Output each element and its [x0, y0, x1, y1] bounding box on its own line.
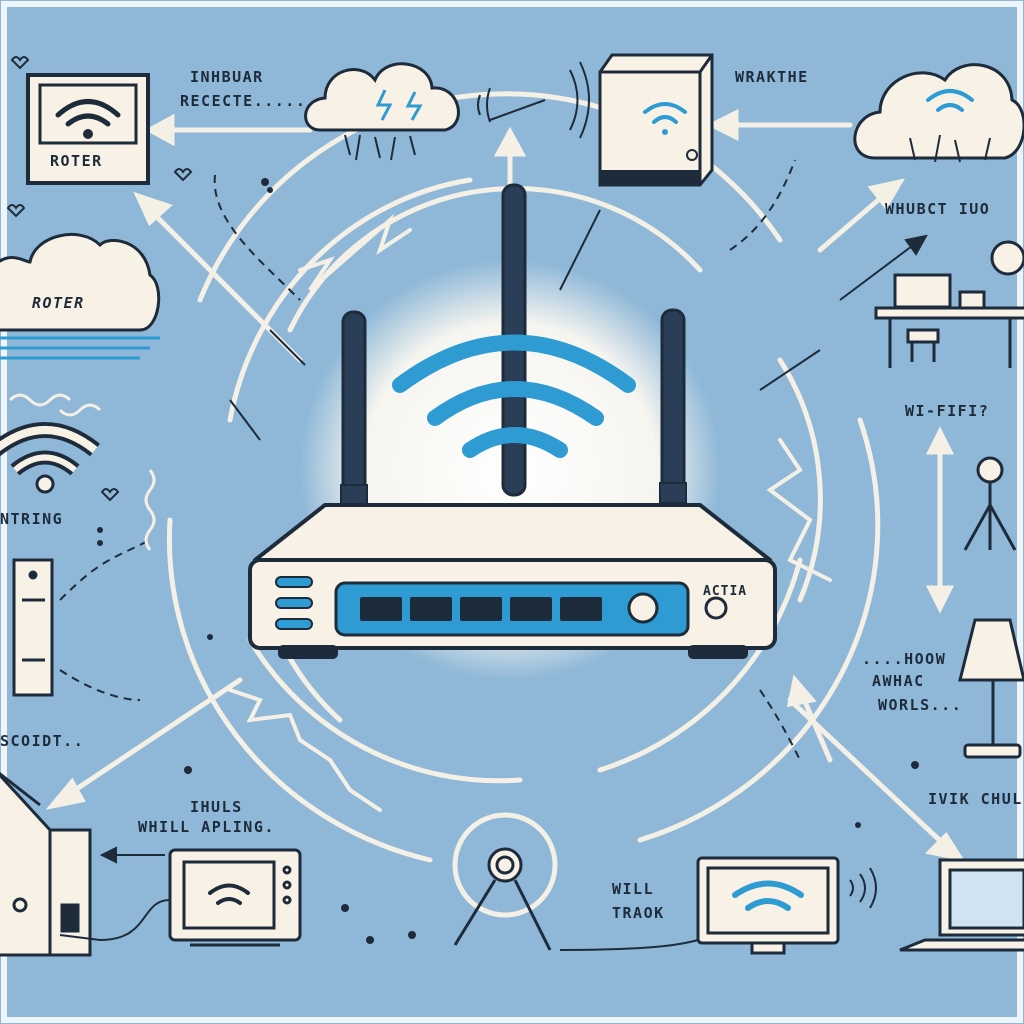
how-caption-1: ....HOOW — [862, 650, 947, 668]
cloud-left — [0, 232, 161, 332]
tv-cable — [59, 899, 171, 942]
cloud-uplinks — [909, 134, 991, 163]
caption-bottom-center-1: WILL — [612, 880, 655, 898]
how-caption-2: AWHAC — [872, 672, 925, 690]
signal-dish — [452, 812, 558, 951]
wifi-symbol-left — [0, 422, 100, 476]
monitor-signal — [849, 867, 877, 909]
wifi-dot — [35, 474, 55, 494]
wifi-question-label: WI-FIFI? — [905, 402, 990, 420]
wifi-waves — [392, 334, 636, 458]
caption-left: NTRING — [0, 510, 64, 528]
doodle-hearts — [6, 56, 193, 502]
caption-bottom-left: SCOIDT.. — [0, 732, 85, 750]
router-panel-label: ROTER — [50, 152, 103, 170]
thin-arrows — [99, 99, 928, 864]
laptop — [899, 858, 1024, 952]
caption-bottom-center-2: TRAOK — [612, 904, 665, 922]
router-front-label: ACTIA — [703, 584, 748, 599]
cabinet-bottom-left — [0, 771, 92, 957]
flow-arrows — [45, 108, 966, 862]
caption-top-2: RECECTE..... — [180, 92, 307, 110]
dashed-connectors — [59, 159, 801, 761]
caption-top-1: INHBUAR — [190, 68, 264, 86]
monitor-wifi-icon — [732, 880, 804, 911]
caption-bottom-right: IVIK CHUL — [928, 790, 1023, 808]
desk-workstation — [874, 240, 1024, 368]
caption-bottom-2: WHILL APLING. — [138, 818, 275, 836]
router-panel-icon — [26, 73, 150, 185]
monitor-cable — [559, 939, 699, 951]
caption-bottom-1: IHULS — [190, 798, 243, 816]
desktop-monitor — [696, 856, 840, 955]
main-router — [248, 183, 777, 659]
server-tower — [598, 53, 714, 187]
cloud-wifi-icon — [926, 89, 974, 112]
caption-top-right: WRAKTHE — [735, 68, 809, 86]
modem-left — [12, 558, 54, 697]
tv-wifi-icon — [208, 883, 250, 905]
signal-ticks — [477, 61, 590, 139]
cloud-left-label: ROTER — [32, 294, 85, 312]
lamp — [958, 618, 1024, 759]
tv-monitor — [168, 848, 302, 947]
how-caption-3: WORLS... — [878, 696, 963, 714]
zigzag-lines — [228, 213, 832, 812]
water-lines — [0, 336, 160, 360]
left-squiggles — [8, 393, 156, 551]
caption-right: WHUBCT IUO — [885, 200, 991, 218]
tripod-antenna — [963, 456, 1017, 551]
cloud-rain — [344, 89, 423, 161]
doodle-stars — [97, 178, 919, 944]
